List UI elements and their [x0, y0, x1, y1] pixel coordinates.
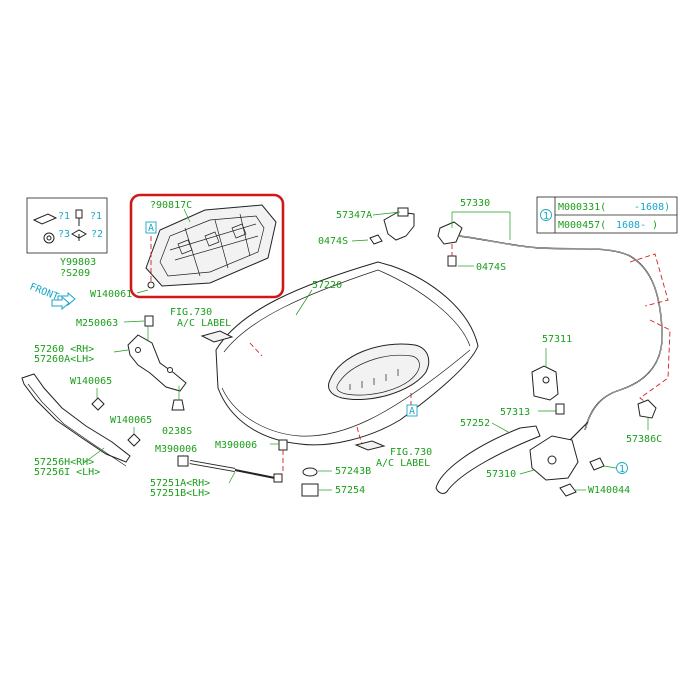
cable-routing-dashes: [629, 253, 671, 405]
highlight-frame[interactable]: [129, 193, 285, 299]
supersession-table: [536, 196, 678, 234]
part-57330[interactable]: 57330: [460, 198, 490, 209]
part-57243b[interactable]: 57243B: [335, 466, 371, 477]
ref-a-box-1: A: [148, 223, 154, 234]
part-w140065-right[interactable]: W140065: [110, 415, 152, 426]
part-m000331[interactable]: M000331(: [558, 202, 606, 213]
part-57251b-lh[interactable]: 57251B<LH>: [150, 488, 210, 499]
part-57310[interactable]: 57310: [486, 469, 516, 480]
ac-label-bottom: A/C LABEL: [376, 458, 430, 469]
part-w140044[interactable]: W140044: [588, 485, 630, 496]
m000331-range: -1608): [634, 202, 670, 213]
part-m250063[interactable]: M250063: [76, 318, 118, 329]
front-label: FRONT: [28, 282, 60, 303]
ref-circle-1-lock: 1: [619, 464, 625, 475]
hood-seal-drawing: [21, 373, 131, 467]
m000457-range: 1608-: [616, 220, 646, 231]
m000457-close: ): [652, 220, 658, 231]
ref-q1-a: ?1: [58, 211, 70, 222]
part-0238s[interactable]: 0238S: [162, 426, 192, 437]
front-arrow-icon: [51, 291, 76, 311]
hardware-kit-box: [26, 197, 108, 254]
hood-latch-drawing: [531, 365, 559, 401]
ref-q1-b: ?1: [90, 211, 102, 222]
part-57386c[interactable]: 57386C: [626, 434, 662, 445]
part-57256h-rh[interactable]: 57256H<RH>: [34, 457, 94, 468]
release-cable-drawing: [437, 221, 663, 431]
part-0474s-right[interactable]: 0474S: [476, 262, 506, 273]
part-57313[interactable]: 57313: [500, 407, 530, 418]
ref-q2: ?2: [91, 229, 103, 240]
part-57252[interactable]: 57252: [460, 418, 490, 429]
part-57260a-lh[interactable]: 57260A<LH>: [34, 354, 94, 365]
clip-w140065-left: [91, 397, 105, 411]
ac-label-top-drawing: [200, 330, 234, 343]
clip-57386c-drawing: [637, 399, 657, 419]
part-57347a[interactable]: 57347A: [336, 210, 372, 221]
pad-57243b-drawing: [302, 467, 318, 477]
ac-label-bottom-drawing: [354, 440, 386, 451]
part-57256i-lh[interactable]: 57256I <LH>: [34, 467, 100, 478]
part-y99803[interactable]: Y99803: [60, 257, 96, 268]
fig730-bottom[interactable]: FIG.730: [390, 447, 432, 458]
part-57254[interactable]: 57254: [335, 485, 365, 496]
latch-bracket-drawing: [369, 207, 415, 245]
part-57260-rh[interactable]: 57260 <RH>: [34, 344, 94, 355]
ac-label-top: A/C LABEL: [177, 318, 231, 329]
ref-q3: ?3: [58, 229, 70, 240]
part-m390006-right[interactable]: M390006: [215, 440, 257, 451]
part-m390006-left[interactable]: M390006: [155, 444, 197, 455]
seal-57252-drawing: [435, 425, 541, 494]
gas-strut-drawing: [177, 439, 288, 483]
part-w140065-left[interactable]: W140065: [70, 376, 112, 387]
part-w140061[interactable]: W140061: [90, 289, 132, 300]
ref-a-box-2: A: [409, 406, 415, 417]
hood-hinge-drawing: [127, 315, 187, 392]
part-90817c[interactable]: ?90817C: [150, 200, 192, 211]
clip-w140065-right: [127, 433, 141, 447]
part-57251a-rh[interactable]: 57251A<RH>: [150, 478, 210, 489]
part-m000457[interactable]: M000457(: [558, 220, 606, 231]
part-0474s-left[interactable]: 0474S: [318, 236, 348, 247]
part-57311[interactable]: 57311: [542, 334, 572, 345]
hood-panel-drawing: [215, 261, 479, 446]
hood-lock-drawing: [529, 421, 605, 497]
ref-circle-1-table: 1: [543, 211, 549, 222]
hood-insulator-drawing: [145, 204, 277, 289]
bumper-0238s-drawing: [171, 399, 185, 411]
part-57220[interactable]: 57220: [312, 280, 342, 291]
fig730-top[interactable]: FIG.730: [170, 307, 212, 318]
stopper-57254-drawing: [301, 483, 319, 497]
part-s209[interactable]: ?S209: [60, 268, 90, 279]
bolt-57313-drawing: [555, 403, 565, 415]
